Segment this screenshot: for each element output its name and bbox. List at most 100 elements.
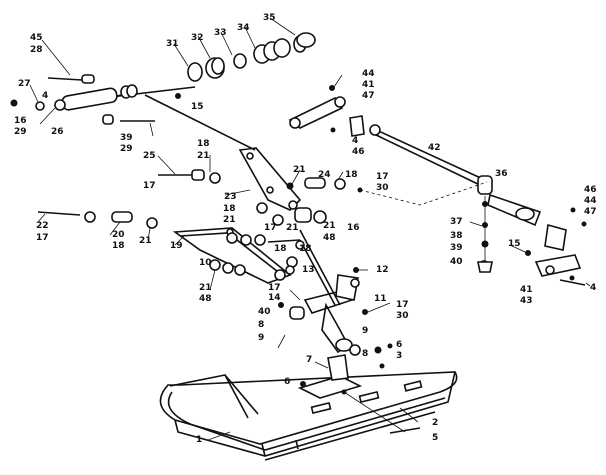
callout-5: 5: [432, 433, 438, 443]
callout-44b: 44: [584, 196, 597, 206]
callout-40b: 40: [450, 257, 463, 267]
callout-39b: 39: [450, 243, 463, 253]
callout-17f: 17: [396, 300, 409, 310]
callout-15b: 15: [508, 239, 521, 249]
link-rod-upper: [144, 94, 256, 151]
callout-41a: 41: [362, 80, 375, 90]
callout-18a: 18: [197, 139, 210, 149]
callout-19: 19: [170, 241, 183, 251]
callout-32: 32: [191, 33, 204, 43]
callout-6b: 6: [284, 377, 290, 387]
callout-48b: 48: [199, 294, 212, 304]
callout-27: 27: [18, 79, 31, 89]
assembly-guide-line: [359, 181, 488, 206]
callout-30b: 30: [396, 311, 409, 321]
callout-7: 7: [306, 355, 312, 365]
callout-1: 1: [196, 435, 202, 445]
bushing-28: [81, 74, 95, 84]
washer-27: [35, 101, 45, 111]
callout-26: 26: [51, 127, 64, 137]
bolt-45: [47, 77, 83, 81]
bolt-5: [389, 427, 421, 434]
callout-8b: 8: [362, 349, 368, 359]
callout-31: 31: [166, 39, 179, 49]
callout-18c: 18: [223, 204, 236, 214]
callout-47b: 47: [584, 207, 597, 217]
callout-29b: 29: [120, 144, 133, 154]
callout-48a: 48: [323, 233, 336, 243]
callout-2: 2: [432, 418, 438, 428]
callout-4a: 4: [42, 91, 48, 101]
callout-9a: 9: [258, 333, 264, 343]
callout-38: 38: [450, 231, 463, 241]
callout-25: 25: [143, 151, 156, 161]
callout-24: 24: [318, 170, 331, 180]
callout-8a: 8: [258, 320, 264, 330]
upper-shock: [54, 84, 138, 111]
callout-44a: 44: [362, 69, 375, 79]
callout-35: 35: [263, 13, 276, 23]
nut-16: [10, 99, 18, 107]
callout-39: 39: [120, 133, 133, 143]
fastener-15: [175, 93, 181, 99]
wear-bar-stud: [295, 439, 299, 450]
callout-37: 37: [450, 217, 463, 227]
callout-16b: 16: [347, 223, 360, 233]
callout-leaders: [29, 17, 591, 441]
callout-17c: 17: [36, 233, 49, 243]
callout-17a: 17: [143, 181, 156, 191]
callout-36: 36: [495, 169, 508, 179]
callout-17d: 17: [264, 223, 277, 233]
callout-12: 12: [376, 265, 389, 275]
callout-21c: 21: [323, 221, 336, 231]
callout-30a: 30: [376, 183, 389, 193]
callout-29a: 29: [14, 127, 27, 137]
callout-11: 11: [374, 294, 387, 304]
callout-34: 34: [237, 23, 250, 33]
callout-15a: 15: [191, 102, 204, 112]
callout-4b: 4: [352, 136, 358, 146]
callout-17b: 17: [376, 172, 389, 182]
spindle-7: [327, 354, 349, 381]
callout-21g: 21: [199, 283, 212, 293]
ski: [159, 371, 458, 457]
callout-18b: 18: [345, 170, 358, 180]
callout-46b: 46: [584, 185, 597, 195]
callout-47a: 47: [362, 91, 375, 101]
callout-21b: 21: [293, 165, 306, 175]
callout-10: 10: [199, 258, 212, 268]
callout-28: 28: [30, 45, 43, 55]
steering-arm-top: [288, 96, 365, 137]
bushing-29: [102, 114, 114, 125]
callout-46a: 46: [352, 147, 365, 157]
callout-21d: 21: [223, 215, 236, 225]
bushing-8: [289, 306, 305, 320]
tie-rod-42: [371, 127, 486, 181]
callout-41b: 41: [520, 285, 533, 295]
callout-4c: 4: [590, 283, 596, 293]
callout-18d: 18: [112, 241, 125, 251]
callout-21f: 21: [286, 223, 299, 233]
callout-21a: 21: [197, 151, 210, 161]
callout-23: 23: [224, 192, 237, 202]
wear-bar: [264, 411, 436, 461]
bolt-22: [37, 211, 81, 216]
callout-14: 14: [268, 293, 281, 303]
callout-18f: 18: [299, 244, 312, 254]
callout-9b: 9: [362, 326, 368, 336]
callout-13: 13: [302, 265, 315, 275]
rod-end-36: [477, 175, 493, 195]
spring-stack: [187, 32, 316, 82]
callout-17e: 17: [268, 283, 281, 293]
callout-21e: 21: [139, 236, 152, 246]
callout-6: 6: [396, 340, 402, 350]
callout-40a: 40: [258, 307, 271, 317]
callout-20: 20: [112, 230, 125, 240]
callout-43: 43: [520, 296, 533, 306]
callout-22: 22: [36, 221, 49, 231]
callout-labels: 45 28 31 32 33 34 35 27 4 16 29 26 15 39…: [14, 13, 597, 445]
callout-3: 3: [396, 351, 402, 361]
callout-45: 45: [30, 33, 43, 43]
callout-16: 16: [14, 116, 27, 126]
